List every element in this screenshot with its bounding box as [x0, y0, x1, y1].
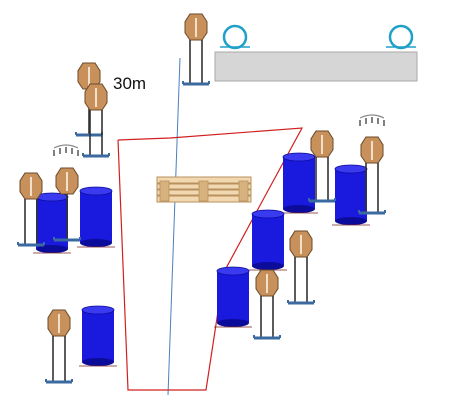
- spinner-indicator: [53, 144, 79, 156]
- steel-target: [253, 269, 281, 340]
- pallet-block: [198, 180, 209, 202]
- wooden-pallet: [156, 176, 252, 203]
- steel-targets-layer: [17, 13, 386, 384]
- barrel-top: [282, 152, 316, 162]
- barrel-top: [81, 305, 115, 315]
- barrel-body: [252, 214, 284, 266]
- barrel-bottom: [82, 358, 114, 366]
- barrel-top: [216, 266, 250, 276]
- center-line: [167, 57, 181, 396]
- barrel-top: [251, 209, 285, 219]
- barrel-bottom: [217, 319, 249, 327]
- blue-barrel: [214, 266, 252, 328]
- popper-ring-icon: [388, 24, 414, 50]
- barrel-bottom: [80, 239, 112, 247]
- blue-barrel: [332, 164, 370, 226]
- popper-right: [386, 24, 416, 50]
- barrel-top: [79, 186, 113, 196]
- steel-target: [287, 230, 315, 305]
- steel-target: [53, 167, 81, 242]
- blue-barrel: [33, 192, 71, 254]
- pallet-block: [238, 180, 249, 202]
- blue-barrel: [280, 152, 318, 214]
- back-wall-berm: [214, 51, 418, 82]
- pallet-block: [159, 180, 170, 202]
- steel-target: [45, 309, 73, 384]
- steel-target: [17, 172, 45, 247]
- barrel-bottom: [36, 245, 68, 253]
- barrel-top: [334, 164, 368, 174]
- back-wall: [214, 51, 418, 82]
- barrel-bottom: [252, 262, 284, 270]
- barrel-body: [80, 191, 112, 243]
- distance-label: 30m: [113, 74, 147, 93]
- spinner-indicator: [359, 114, 385, 126]
- steel-target: [358, 136, 386, 215]
- barrel-bottom: [283, 205, 315, 213]
- blue-barrel: [79, 305, 117, 367]
- steel-target: [82, 83, 110, 158]
- barrel-body: [82, 310, 114, 362]
- blue-barrel: [77, 186, 115, 248]
- blue-barrel: [249, 209, 287, 271]
- shooting-box-outline: [117, 127, 304, 391]
- barrels-layer: [33, 152, 370, 367]
- steel-target: [308, 130, 336, 203]
- steel-target: [182, 13, 210, 86]
- barrel-body: [217, 271, 249, 323]
- popper-ring-icon: [222, 24, 248, 50]
- popper-left: [220, 24, 250, 50]
- barrel-bottom: [335, 217, 367, 225]
